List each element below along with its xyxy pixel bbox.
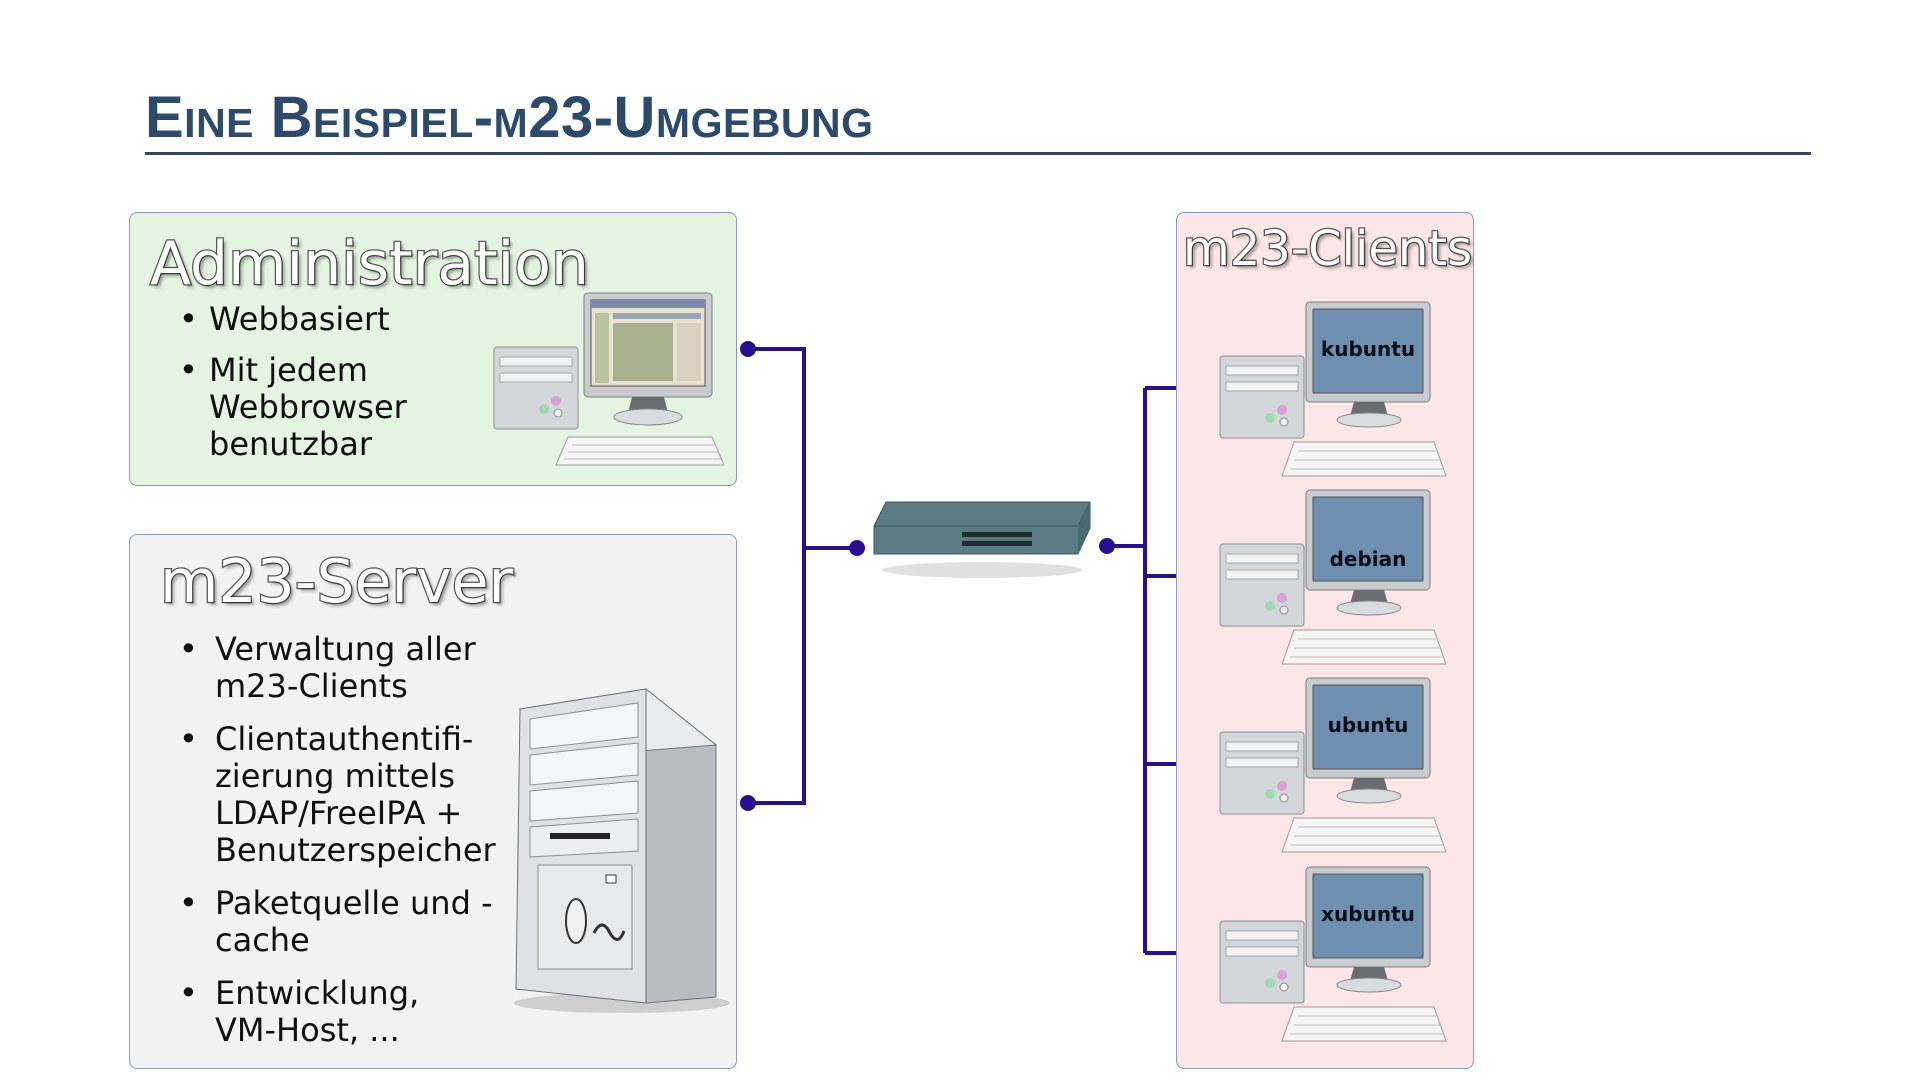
- bullet-text: Webbrowser: [209, 388, 407, 426]
- title-divider: [145, 152, 1811, 155]
- bullet-text: LDAP/FreeIPA +: [215, 794, 463, 832]
- distro-label: debian: [1330, 547, 1407, 571]
- list-item: Verwaltung aller m23-Clients: [177, 631, 517, 705]
- list-item: Paketquelle und - cache: [177, 885, 517, 959]
- client-workstation-icon: ubuntu: [1219, 677, 1447, 853]
- bullet-text: Mit jedem: [209, 351, 368, 389]
- client-workstation-icon: kubuntu: [1219, 301, 1447, 477]
- bullet-text: benutzbar: [209, 425, 372, 463]
- list-item: Mit jedem Webbrowser benutzbar: [177, 352, 507, 463]
- distro-label: ubuntu: [1328, 713, 1409, 737]
- clients-heading: m23-Clients: [1182, 220, 1474, 279]
- server-box: m23-Server Verwaltung aller m23-Clients …: [129, 534, 737, 1069]
- bullet-text: Verwaltung aller: [215, 630, 476, 668]
- switch-in-dot: [849, 540, 865, 556]
- bullet-text: zierung mittels: [215, 757, 455, 795]
- bullet-text: Paketquelle und -: [215, 884, 493, 922]
- bullet-text: Entwicklung,: [215, 974, 420, 1012]
- admin-workstation-icon: [493, 292, 724, 466]
- bullet-text: Webbasiert: [209, 300, 390, 338]
- list-item: Entwicklung, VM-Host, ...: [177, 975, 517, 1049]
- administration-box: Administration Webbasiert Mit jedem Webb…: [129, 212, 737, 486]
- bullet-text: Clientauthentifi-: [215, 720, 474, 758]
- page-title: Eine Beispiel-m23-Umgebung: [145, 85, 874, 150]
- admin-port-dot: [740, 341, 756, 357]
- bullet-text: m23-Clients: [215, 667, 408, 705]
- bullet-text: cache: [215, 921, 310, 959]
- admin-server-link: [748, 347, 806, 805]
- client-workstation-icon: xubuntu: [1219, 866, 1447, 1042]
- server-port-dot: [740, 795, 756, 811]
- bullet-text: Benutzerspeicher: [215, 831, 496, 869]
- client-workstation-icon: debian: [1219, 489, 1447, 665]
- bullet-text: VM-Host, ...: [215, 1011, 400, 1049]
- switch-out-dot: [1099, 538, 1115, 554]
- administration-heading: Administration: [149, 228, 591, 301]
- network-switch-icon: [873, 501, 1091, 578]
- distro-label: xubuntu: [1321, 902, 1415, 926]
- server-bullets: Verwaltung aller m23-Clients Clientauthe…: [177, 631, 517, 1065]
- list-item: Webbasiert: [177, 300, 507, 339]
- administration-bullets: Webbasiert Mit jedem Webbrowser benutzba…: [177, 301, 507, 477]
- distro-label: kubuntu: [1321, 337, 1415, 361]
- list-item: Clientauthentifi- zierung mittels LDAP/F…: [177, 721, 517, 869]
- server-tower-icon: [514, 687, 730, 1013]
- server-heading: m23-Server: [159, 546, 515, 619]
